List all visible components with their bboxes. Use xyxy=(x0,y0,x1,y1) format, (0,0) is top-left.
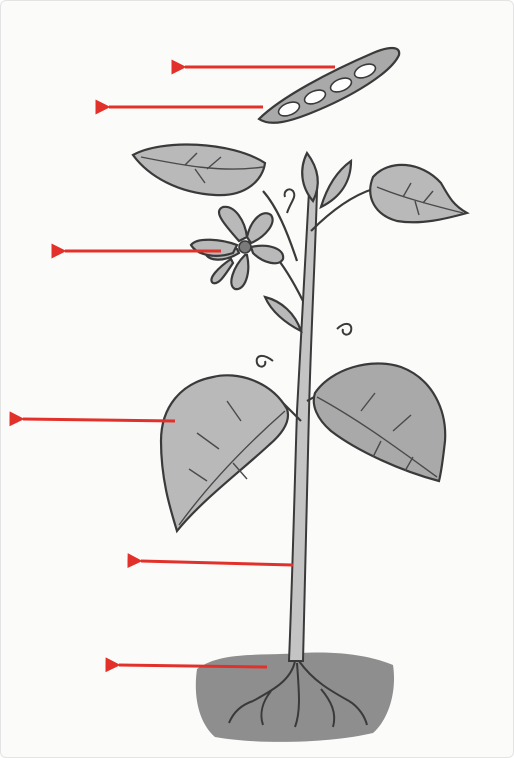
arrow-stem xyxy=(141,561,293,565)
seed-pod xyxy=(259,48,399,123)
leaf-lower-right xyxy=(314,363,445,481)
plant-flower xyxy=(191,207,283,289)
arrow-root xyxy=(119,665,267,667)
leaf-top-left xyxy=(133,145,265,196)
leaf-lower-left xyxy=(161,375,288,531)
arrow-leaf xyxy=(23,419,175,421)
leaf-top-right xyxy=(370,165,467,222)
